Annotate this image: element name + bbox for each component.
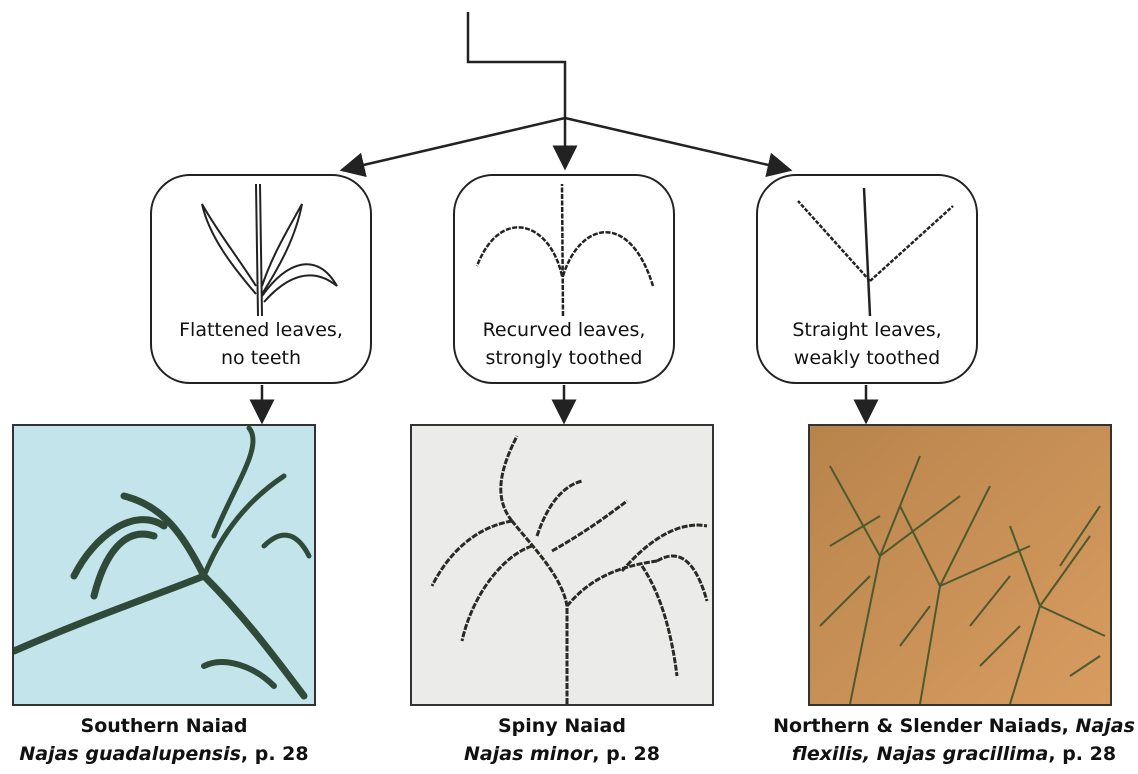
- scientific-name: Najas minor, p. 28: [410, 740, 714, 768]
- southern-naiad-caption: Southern Naiad Najas guadalupensis, p. 2…: [12, 712, 316, 768]
- straight-toothed-leaf-sprig-icon: [758, 176, 980, 316]
- straight-leaves-node: Straight leaves, weakly toothed: [756, 174, 978, 384]
- flattened-leaf-sprig-icon: [152, 176, 374, 316]
- node-label: Recurved leaves, strongly toothed: [455, 316, 673, 372]
- common-name: Northern & Slender Naiads, Najas: [770, 712, 1138, 740]
- scientific-name: flexilis, Najas gracillima, p. 28: [770, 740, 1138, 768]
- recurved-toothed-leaf-sprig-icon: [455, 176, 677, 316]
- flattened-leaves-node: Flattened leaves, no teeth: [150, 174, 372, 384]
- common-name: Spiny Naiad: [410, 712, 714, 740]
- northern-slender-naiads-caption: Northern & Slender Naiads, Najas flexili…: [770, 712, 1138, 768]
- scientific-name: Najas guadalupensis, p. 28: [12, 740, 316, 768]
- spiny-naiad-photo: [410, 424, 714, 706]
- common-name: Southern Naiad: [12, 712, 316, 740]
- entry-connector: [468, 12, 565, 118]
- spiny-naiad-caption: Spiny Naiad Najas minor, p. 28: [410, 712, 714, 768]
- node-label: Straight leaves, weakly toothed: [758, 316, 976, 372]
- recurved-leaves-node: Recurved leaves, strongly toothed: [453, 174, 675, 384]
- arrow-to-straight: [565, 118, 790, 170]
- node-label: Flattened leaves, no teeth: [152, 316, 370, 372]
- arrow-to-flattened: [342, 118, 565, 170]
- northern-slender-naiads-photo: [808, 424, 1112, 706]
- southern-naiad-photo: [12, 424, 316, 706]
